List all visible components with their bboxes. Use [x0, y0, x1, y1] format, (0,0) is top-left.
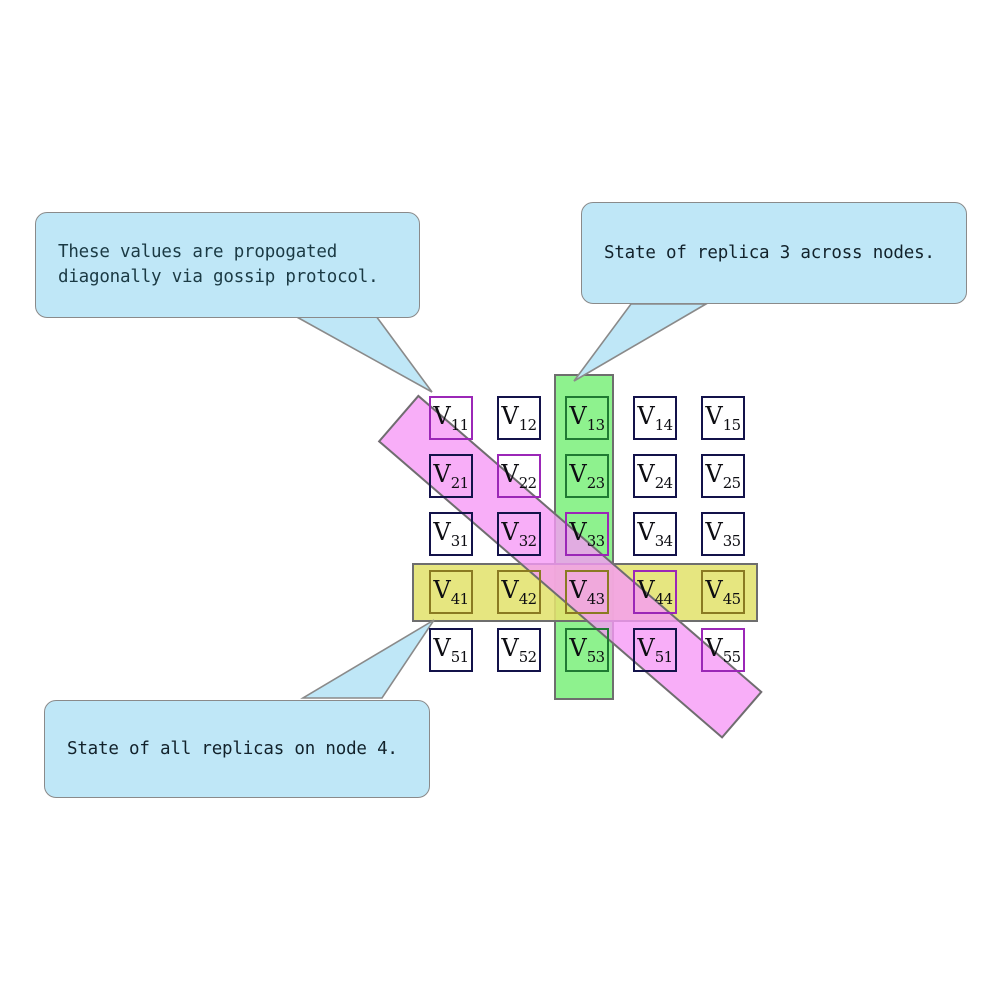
value-cell-42[interactable]: V42 — [497, 570, 541, 614]
value-cell-51-3[interactable]: V51 — [633, 628, 677, 672]
value-cell-11[interactable]: V11 — [429, 396, 473, 440]
value-cell-subscript: 35 — [722, 531, 741, 550]
gossip-callout[interactable]: These values are propogated diagonally v… — [35, 212, 420, 318]
value-cell-label: V13 — [569, 401, 605, 434]
value-cell-label: V15 — [705, 401, 741, 434]
value-cell-subscript: 41 — [450, 589, 469, 608]
value-cell-24[interactable]: V24 — [633, 454, 677, 498]
value-cell-33[interactable]: V33 — [565, 512, 609, 556]
value-cell-subscript: 13 — [586, 415, 605, 434]
value-cell-label: V32 — [501, 517, 537, 550]
value-cell-subscript: 11 — [450, 415, 469, 434]
value-cell-subscript: 34 — [654, 531, 673, 550]
value-cell-23[interactable]: V23 — [565, 454, 609, 498]
value-cell-subscript: 53 — [586, 647, 605, 666]
value-cell-label: V31 — [433, 517, 469, 550]
value-cell-32[interactable]: V32 — [497, 512, 541, 556]
value-cell-21[interactable]: V21 — [429, 454, 473, 498]
replica-callout-text: State of replica 3 across nodes. — [604, 242, 935, 263]
value-cell-35[interactable]: V35 — [701, 512, 745, 556]
value-cell-label: V41 — [433, 575, 469, 608]
value-cell-label: V55 — [705, 633, 741, 666]
value-cell-label: V34 — [637, 517, 673, 550]
value-cell-subscript: 14 — [654, 415, 673, 434]
value-cell-subscript: 25 — [722, 473, 741, 492]
value-cell-label: V43 — [569, 575, 605, 608]
value-cell-subscript: 33 — [586, 531, 605, 550]
value-cell-subscript: 43 — [586, 589, 605, 608]
value-cell-label: V22 — [501, 459, 537, 492]
node-callout-text: State of all replicas on node 4. — [67, 738, 398, 759]
node-callout[interactable]: State of all replicas on node 4. — [44, 700, 430, 798]
value-cell-label: V45 — [705, 575, 741, 608]
value-cell-25[interactable]: V25 — [701, 454, 745, 498]
value-cell-31[interactable]: V31 — [429, 512, 473, 556]
value-cell-label: V51 — [637, 633, 673, 666]
value-cell-52[interactable]: V52 — [497, 628, 541, 672]
value-cell-subscript: 24 — [654, 473, 673, 492]
value-cell-14[interactable]: V14 — [633, 396, 677, 440]
gossip-callout-text: These values are propogated diagonally v… — [58, 242, 379, 287]
value-cell-51-0[interactable]: V51 — [429, 628, 473, 672]
value-cell-44[interactable]: V44 — [633, 570, 677, 614]
value-cell-subscript: 22 — [518, 473, 537, 492]
value-cell-label: V44 — [637, 575, 673, 608]
value-cell-label: V53 — [569, 633, 605, 666]
value-cell-subscript: 52 — [518, 647, 537, 666]
value-cell-label: V42 — [501, 575, 537, 608]
value-cell-label: V23 — [569, 459, 605, 492]
value-cell-label: V24 — [637, 459, 673, 492]
value-cell-label: V51 — [433, 633, 469, 666]
value-cell-22[interactable]: V22 — [497, 454, 541, 498]
value-cell-label: V14 — [637, 401, 673, 434]
value-cell-15[interactable]: V15 — [701, 396, 745, 440]
value-cell-subscript: 23 — [586, 473, 605, 492]
value-cell-43[interactable]: V43 — [565, 570, 609, 614]
value-cell-subscript: 21 — [450, 473, 469, 492]
value-cell-subscript: 45 — [722, 589, 741, 608]
value-cell-label: V21 — [433, 459, 469, 492]
value-cell-label: V11 — [433, 401, 469, 434]
value-cell-subscript: 12 — [518, 415, 537, 434]
value-cell-55[interactable]: V55 — [701, 628, 745, 672]
value-cell-label: V33 — [569, 517, 605, 550]
value-cell-subscript: 51 — [450, 647, 469, 666]
value-cell-subscript: 55 — [722, 647, 741, 666]
value-cell-41[interactable]: V41 — [429, 570, 473, 614]
value-cell-label: V35 — [705, 517, 741, 550]
value-cell-subscript: 42 — [518, 589, 537, 608]
value-cell-label: V12 — [501, 401, 537, 434]
value-cell-subscript: 15 — [722, 415, 741, 434]
value-cell-subscript: 44 — [654, 589, 673, 608]
replica-callout[interactable]: State of replica 3 across nodes. — [581, 202, 967, 304]
value-cell-subscript: 51 — [654, 647, 673, 666]
value-cell-53[interactable]: V53 — [565, 628, 609, 672]
value-cell-subscript: 31 — [450, 531, 469, 550]
value-cell-subscript: 32 — [518, 531, 537, 550]
value-cell-12[interactable]: V12 — [497, 396, 541, 440]
value-cell-label: V25 — [705, 459, 741, 492]
value-cell-13[interactable]: V13 — [565, 396, 609, 440]
value-cell-45[interactable]: V45 — [701, 570, 745, 614]
value-cell-label: V52 — [501, 633, 537, 666]
value-cell-34[interactable]: V34 — [633, 512, 677, 556]
